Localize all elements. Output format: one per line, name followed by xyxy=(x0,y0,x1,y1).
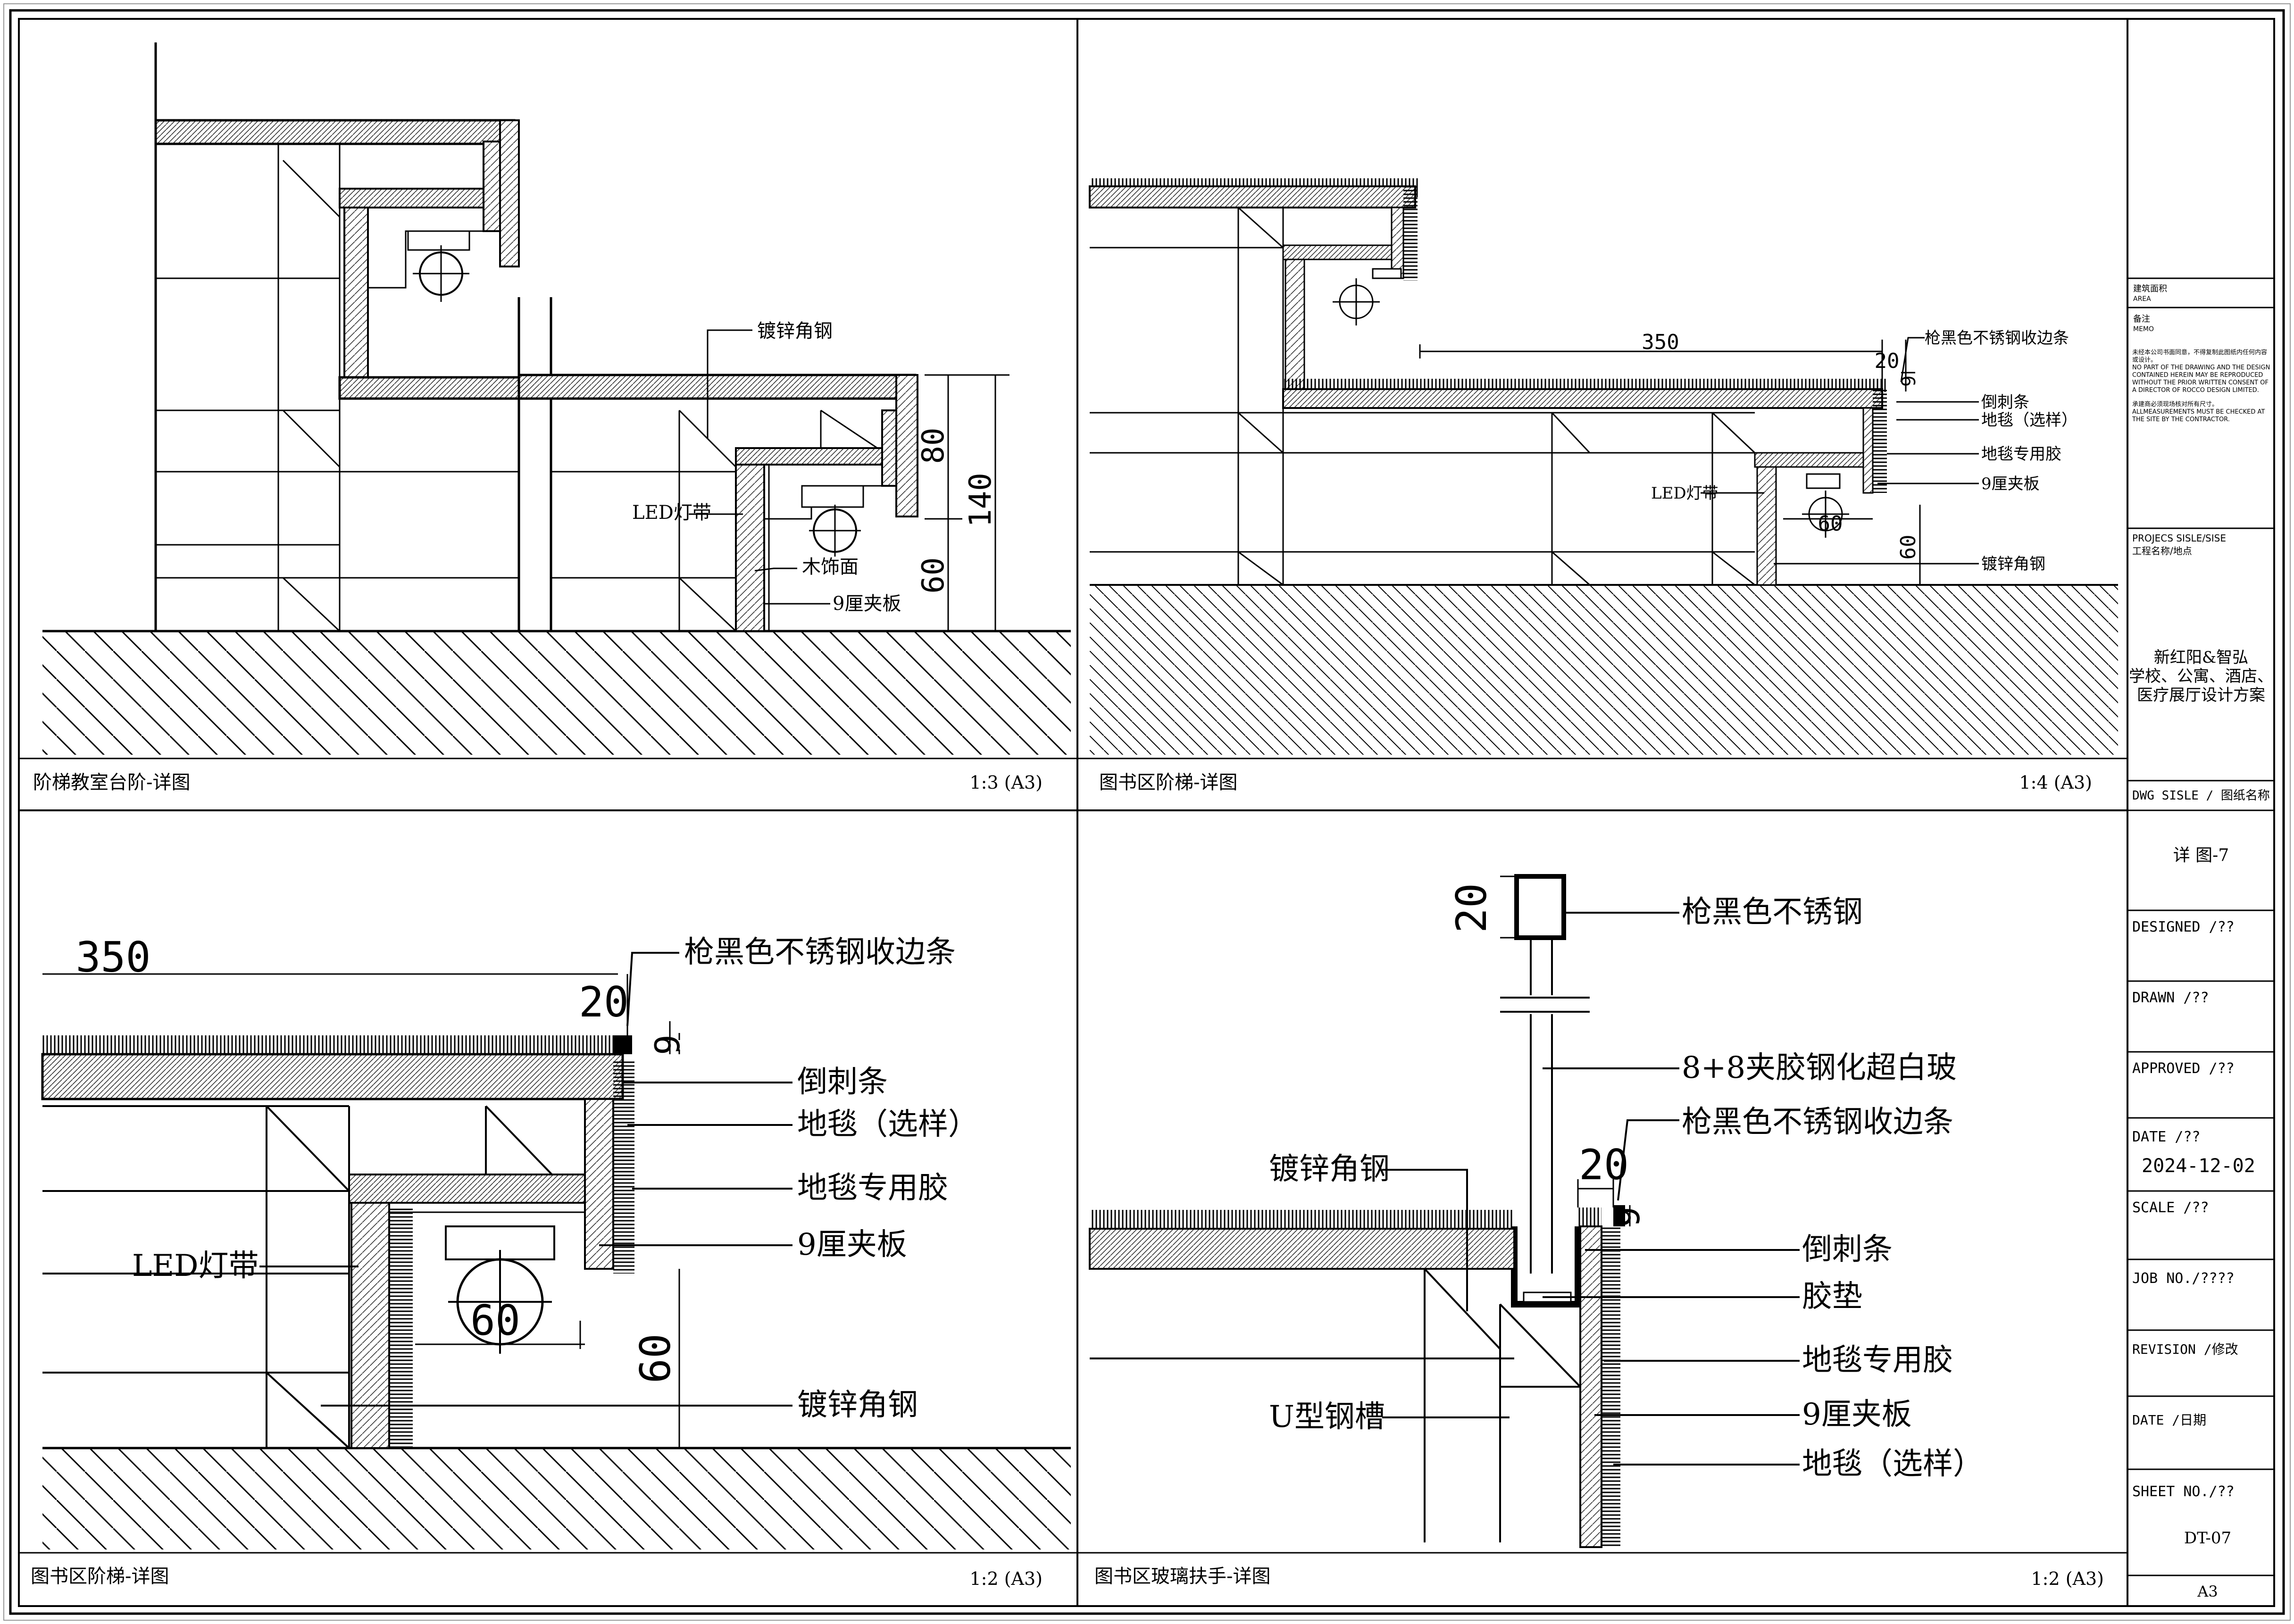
scale-label: SCALE /?? xyxy=(2132,1199,2209,1216)
dim-350: 350 xyxy=(76,933,151,982)
dwg-label: DWG SISLE / 图纸名称 xyxy=(2132,789,2270,803)
label-angle-steel: 镀锌角钢 xyxy=(797,1388,918,1423)
label-gripper: 倒刺条 xyxy=(1981,393,2029,412)
dim-60-horizontal: 60 xyxy=(470,1296,520,1345)
label-angle-steel: 镀锌角钢 xyxy=(1269,1152,1390,1187)
dim-60-vertical: 60 xyxy=(631,1333,680,1383)
label-glue: 地毯专用胶 xyxy=(1802,1343,1953,1378)
memo-label-cn: 备注 xyxy=(2133,314,2150,324)
dim-20-cap: 20 xyxy=(1447,883,1496,933)
project-name-line-2: 学校、公寓、酒店、 xyxy=(2129,667,2273,686)
panel-2-library-step: 350 20 9 60 60 枪黑色不锈钢收边条 倒刺条 地毯（选样） 地毯专用… xyxy=(1089,178,2118,793)
label-plywood: 9厘夹板 xyxy=(1802,1397,1912,1432)
label-trim: 枪黑色不锈钢收边条 xyxy=(1925,329,2069,348)
label-plywood: 9厘夹板 xyxy=(797,1227,907,1262)
dim-20: 20 xyxy=(1875,349,1900,373)
paper-edge xyxy=(3,3,2291,1621)
panel-4-glass-handrail: 20 20 9 枪黑色不锈钢 8+8夹胶钢化超白玻 枪黑色不锈钢收边条 镀锌角钢… xyxy=(1089,874,2104,1589)
dim-140: 140 xyxy=(963,473,998,527)
memo-text-4: ALLMEASUREMENTS MUST BE CHECKED AT THE S… xyxy=(2132,408,2265,423)
panel-1-scale: 1:3 (A3) xyxy=(969,772,1043,793)
label-steel: 枪黑色不锈钢 xyxy=(1682,895,1863,930)
panel-2-scale: 1:4 (A3) xyxy=(2019,772,2092,793)
label-glue: 地毯专用胶 xyxy=(797,1171,948,1206)
label-gripper: 倒刺条 xyxy=(1802,1232,1893,1267)
memo-label-en: MEMO xyxy=(2133,325,2154,333)
label-angle-steel: 镀锌角钢 xyxy=(1981,555,2045,574)
ground-hatch xyxy=(42,631,1071,755)
designed-label: DESIGNED /?? xyxy=(2132,919,2235,935)
project-label: PROJECS SISLE/SISE xyxy=(2132,533,2226,544)
dim-9: 9 xyxy=(648,1034,687,1055)
label-trim: 枪黑色不锈钢收边条 xyxy=(684,935,956,970)
dim-60-vertical: 60 xyxy=(1896,535,1920,560)
job-no-label: JOB NO./???? xyxy=(2132,1270,2235,1287)
date-label: DATE /?? xyxy=(2132,1129,2201,1145)
dim-80: 80 xyxy=(916,427,951,464)
panel-3-scale: 1:2 (A3) xyxy=(969,1568,1043,1589)
label-pad: 胶垫 xyxy=(1802,1279,1862,1314)
dim-60: 60 xyxy=(916,557,951,593)
dim-20: 20 xyxy=(579,978,629,1026)
panel-4-title: 图书区玻璃扶手-详图 xyxy=(1094,1566,1271,1587)
panel-3-title: 图书区阶梯-详图 xyxy=(31,1566,169,1587)
label-carpet: 地毯（选样） xyxy=(1802,1447,1983,1482)
label-glue: 地毯专用胶 xyxy=(1981,445,2061,464)
label-glass: 8+8夹胶钢化超白玻 xyxy=(1682,1050,1957,1085)
dim-9: 9 xyxy=(1608,1207,1647,1227)
dwg-name: 详 图-7 xyxy=(2173,846,2229,865)
panel-2-title: 图书区阶梯-详图 xyxy=(1099,772,1238,793)
label-plywood: 9厘夹板 xyxy=(833,593,901,615)
title-block: 建筑面积 AREA 备注 MEMO 未经本公司书面同意，不得复制此图纸内任何内容… xyxy=(2127,18,2275,1607)
area-label-cn: 建筑面积 xyxy=(2133,284,2167,294)
label-wood: 木饰面 xyxy=(802,556,859,578)
sheet-no-label: SHEET NO./?? xyxy=(2132,1483,2235,1500)
label-trim: 枪黑色不锈钢收边条 xyxy=(1682,1105,1953,1140)
label-led: LED灯带 xyxy=(632,502,711,524)
date-cn-label: DATE /日期 xyxy=(2132,1412,2206,1428)
memo-text-3: 承建商必须现场核对所有尺寸。 xyxy=(2132,401,2219,408)
area-label-en: AREA xyxy=(2133,295,2151,303)
revision-label: REVISION /修改 xyxy=(2132,1341,2238,1357)
date-value: 2024-12-02 xyxy=(2142,1155,2255,1177)
label-channel: U型钢槽 xyxy=(1269,1399,1385,1434)
project-name-line-3: 医疗展厅设计方案 xyxy=(2137,686,2265,705)
panel-4-scale: 1:2 (A3) xyxy=(2031,1568,2104,1589)
label-plywood: 9厘夹板 xyxy=(1981,475,2040,493)
panel-1-title: 阶梯教室台阶-详图 xyxy=(33,772,191,793)
panel-1-classroom-step: 80 140 60 镀锌角钢 LED灯带 木饰面 9厘夹板 阶梯教室台阶-详图 … xyxy=(33,42,1071,793)
label-carpet: 地毯（选样） xyxy=(1981,411,2077,430)
label-led: LED灯带 xyxy=(1651,484,1718,503)
label-gripper: 倒刺条 xyxy=(797,1065,888,1099)
dim-350: 350 xyxy=(1642,330,1679,354)
approved-label: APPROVED /?? xyxy=(2132,1060,2235,1077)
label-led: LED灯带 xyxy=(132,1249,259,1283)
dim-60-horizontal: 60 xyxy=(1818,512,1843,536)
label-angle-steel: 镀锌角钢 xyxy=(757,320,833,342)
panel-3-library-step-large: 350 20 9 60 60 枪黑色不锈钢收边条 倒刺条 地毯（选样） 地毯专用… xyxy=(31,933,1071,1589)
paper-size: A3 xyxy=(2197,1582,2218,1600)
project-label-cn: 工程名称/地点 xyxy=(2132,545,2192,557)
outer-frame xyxy=(9,9,2285,1615)
sheet-no-value: DT-07 xyxy=(2184,1529,2231,1548)
label-carpet: 地毯（选样） xyxy=(797,1107,978,1142)
project-name-line-1: 新红阳&智弘 xyxy=(2154,648,2248,667)
drawn-label: DRAWN /?? xyxy=(2132,990,2209,1006)
memo-text-1: 未经本公司书面同意，不得复制此图纸内任何内容或设计。 xyxy=(2132,349,2268,364)
memo-text-2: NO PART OF THE DRAWING AND THE DESIGN CO… xyxy=(2132,364,2270,394)
